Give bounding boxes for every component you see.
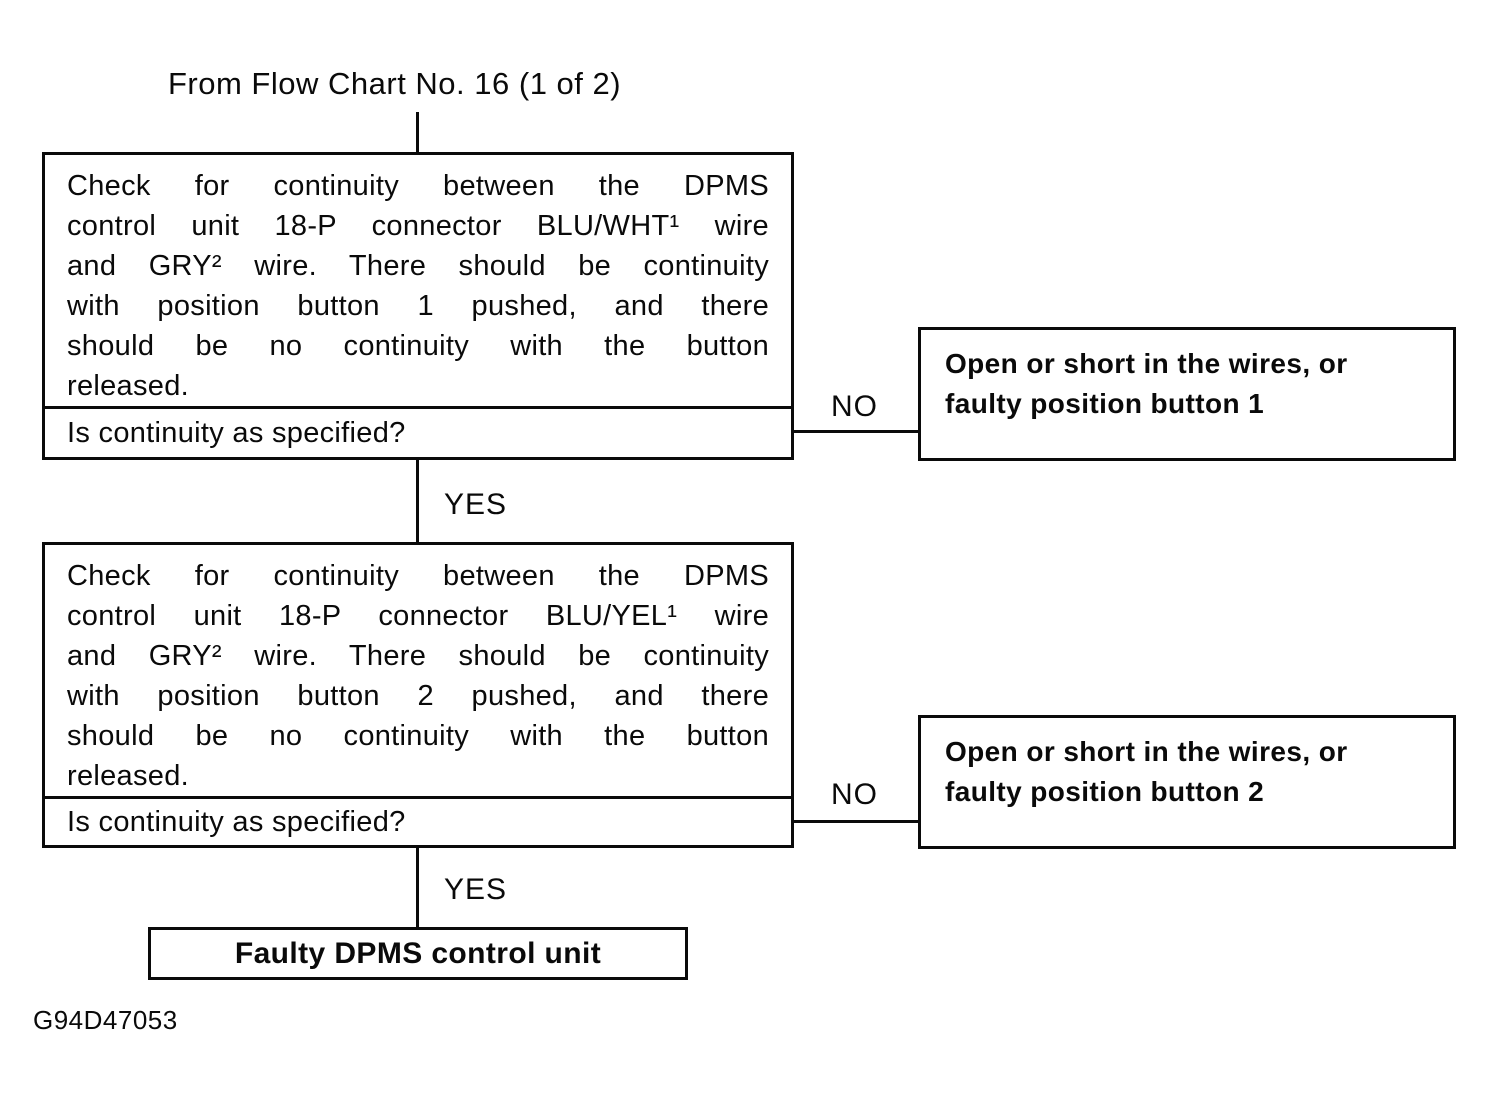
yes-label-1: YES	[444, 488, 508, 521]
result-box-2: Open or short in the wires, or faulty po…	[918, 715, 1456, 849]
decision-2-question: Is continuity as specified?	[45, 796, 791, 845]
decision-2-line: should be no continuity with the button	[67, 720, 769, 752]
connector-decision1-yes	[416, 460, 419, 542]
decision-2-line: and GRY² wire. There should be continuit…	[67, 640, 769, 672]
decision-2-line: released.	[67, 760, 189, 792]
decision-1-text: Check for continuity between the DPMS co…	[45, 155, 791, 406]
result-2-line: Open or short in the wires, or	[945, 736, 1348, 767]
no-label-1: NO	[831, 390, 878, 423]
source-reference-label: From Flow Chart No. 16 (1 of 2)	[168, 66, 622, 101]
connector-source-to-decision1	[416, 112, 419, 152]
final-result-box: Faulty DPMS control unit	[148, 927, 688, 980]
decision-2-text: Check for continuity between the DPMS co…	[45, 545, 791, 796]
decision-2-line: control unit 18-P connector BLU/YEL¹ wir…	[67, 600, 769, 632]
result-1-line: Open or short in the wires, or	[945, 348, 1348, 379]
decision-1-line: with position button 1 pushed, and there	[67, 290, 769, 322]
decision-box-1: Check for continuity between the DPMS co…	[42, 152, 794, 460]
decision-1-line: released.	[67, 370, 189, 402]
final-result-label: Faulty DPMS control unit	[234, 936, 602, 970]
no-label-2: NO	[831, 778, 878, 811]
decision-1-question: Is continuity as specified?	[45, 406, 791, 457]
decision-1-line: should be no continuity with the button	[67, 330, 769, 362]
decision-2-line: Check for continuity between the DPMS	[67, 560, 769, 592]
connector-decision2-yes	[416, 848, 419, 927]
yes-label-2: YES	[444, 873, 508, 906]
decision-1-line: and GRY² wire. There should be continuit…	[67, 250, 769, 282]
result-box-1: Open or short in the wires, or faulty po…	[918, 327, 1456, 461]
result-1-line: faulty position button 1	[945, 388, 1265, 419]
figure-id-label: G94D47053	[33, 1005, 178, 1035]
decision-2-line: with position button 2 pushed, and there	[67, 680, 769, 712]
connector-decision2-no	[794, 820, 918, 823]
connector-decision1-no	[794, 430, 918, 433]
decision-box-2: Check for continuity between the DPMS co…	[42, 542, 794, 848]
result-2-line: faulty position button 2	[945, 776, 1265, 807]
decision-1-line: Check for continuity between the DPMS	[67, 170, 769, 202]
decision-1-line: control unit 18-P connector BLU/WHT¹ wir…	[67, 210, 769, 242]
